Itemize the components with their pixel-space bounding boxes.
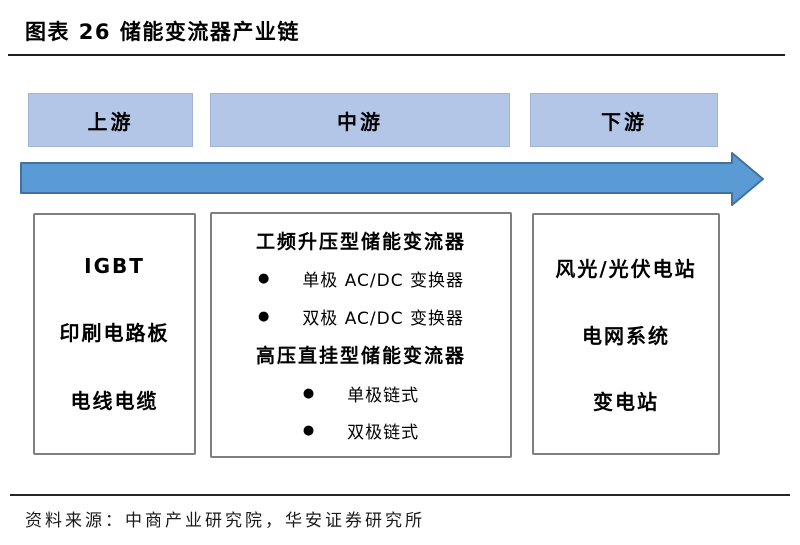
list-item: ● 单极链式 — [303, 381, 419, 406]
list-item: ● 单极 AC/DC 变换器 — [258, 266, 464, 291]
stage-box-midstream: 中游 — [210, 93, 510, 147]
stage-label-midstream: 中游 — [337, 109, 383, 134]
bullet-icon: ● — [257, 271, 271, 287]
bullet-item-label: 双极链式 — [347, 423, 420, 444]
stage-label-downstream: 下游 — [601, 109, 647, 134]
bullet-item-label: 单极链式 — [347, 385, 420, 406]
list-item: 变电站 — [593, 390, 659, 415]
list-item: 印刷电路板 — [59, 321, 170, 345]
title-rule — [8, 54, 785, 56]
midstream-heading: 高压直挂型储能变流器 — [255, 345, 466, 368]
figure-title: 图表 26 储能变流器产业链 — [25, 20, 300, 44]
list-item: IGBT — [84, 254, 145, 278]
midstream-heading: 工频升压型储能变流器 — [255, 230, 466, 253]
bullet-icon: ● — [302, 385, 316, 401]
bullet-item-label: 双极 AC/DC 变换器 — [302, 308, 465, 329]
downstream-content-box: 风光/光伏电站 电网系统 变电站 — [532, 213, 720, 455]
stage-box-downstream: 下游 — [530, 93, 718, 147]
upstream-content-box: IGBT 印刷电路板 电线电缆 — [33, 213, 196, 455]
list-item: 电网系统 — [582, 323, 670, 348]
source-rule — [10, 494, 790, 496]
bullet-icon: ● — [257, 308, 271, 324]
list-item: 电线电缆 — [70, 389, 159, 413]
bullet-item-label: 单极 AC/DC 变换器 — [302, 271, 465, 292]
stage-label-upstream: 上游 — [87, 109, 134, 134]
list-item: ● 双极 AC/DC 变换器 — [258, 304, 464, 329]
midstream-content-box: 工频升压型储能变流器 ● 单极 AC/DC 变换器 ● 双极 AC/DC 变换器… — [210, 212, 512, 458]
list-item: 风光/光伏电站 — [555, 256, 697, 281]
source-note: 资料来源：中商产业研究院，华安证券研究所 — [25, 511, 425, 531]
list-item: ● 双极链式 — [303, 418, 419, 443]
bullet-icon: ● — [302, 423, 316, 439]
flow-arrow-icon — [20, 152, 764, 206]
stage-box-upstream: 上游 — [28, 93, 193, 147]
